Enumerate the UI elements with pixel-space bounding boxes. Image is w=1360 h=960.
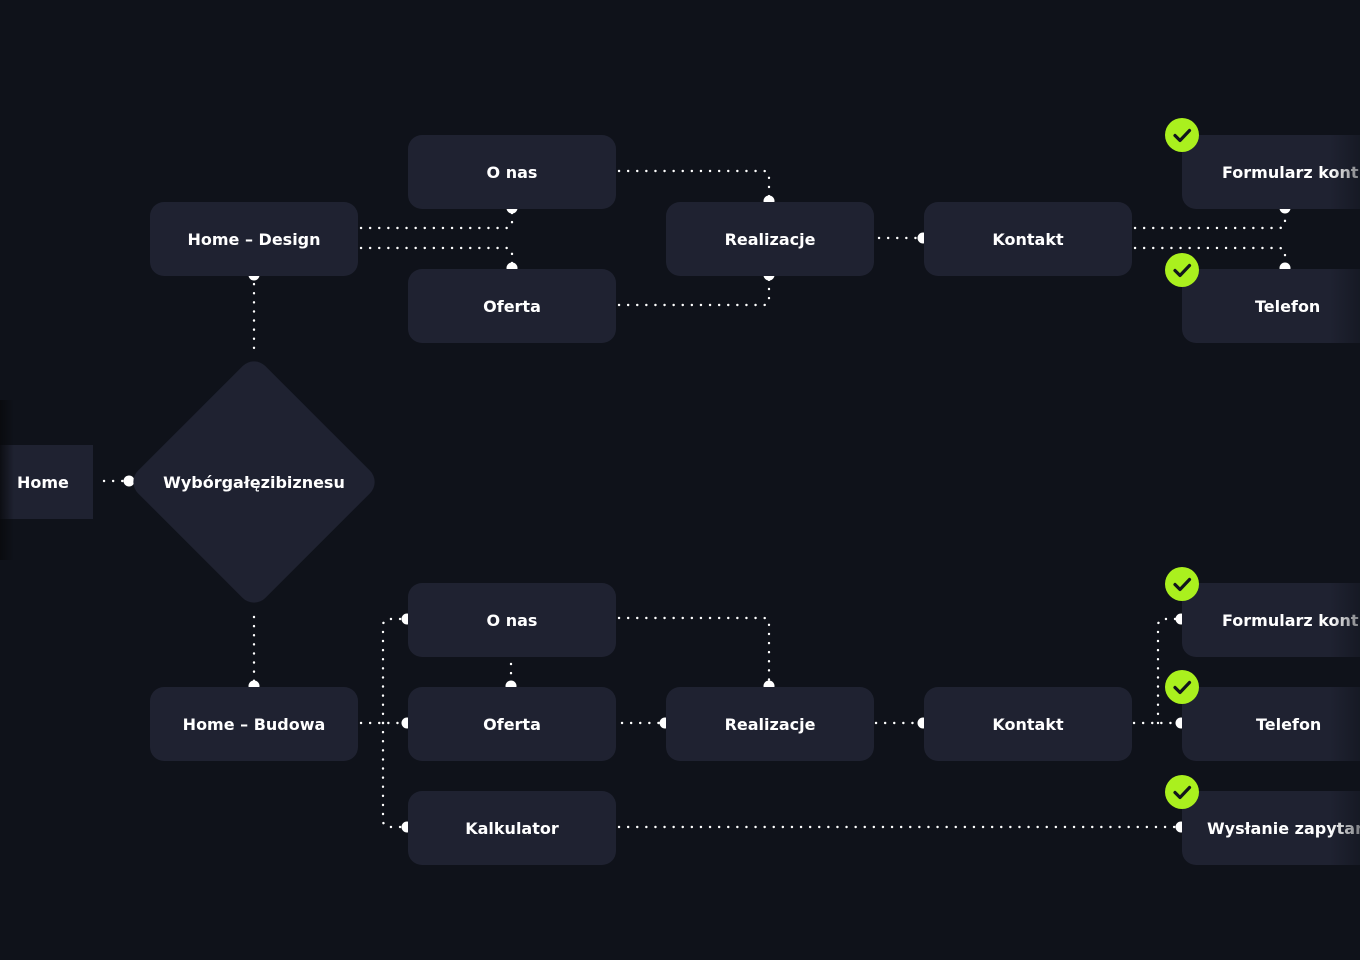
check-circle-icon (1165, 567, 1199, 601)
node-design-telefon[interactable]: Telefon (1182, 269, 1360, 343)
decision-label-word: Wybór (163, 472, 222, 492)
node-budowa-formularz[interactable]: Formularz kont. (1182, 583, 1360, 657)
connector-line (381, 721, 409, 829)
check-circle-icon (1165, 253, 1199, 287)
check-circle-icon (1165, 118, 1199, 152)
node-budowa-formularz-label: Formularz kont. (1222, 610, 1360, 630)
connector-line (617, 273, 771, 307)
node-design-oferta-label: Oferta (483, 296, 541, 316)
node-design-formularz-label: Formularz kont. (1222, 162, 1360, 182)
check-circle-icon (1165, 775, 1199, 809)
node-home-label: Home (17, 472, 69, 492)
node-design-oferta[interactable]: Oferta (408, 269, 616, 343)
node-design-formularz[interactable]: Formularz kont. (1182, 135, 1360, 209)
connector-line (381, 617, 409, 725)
decision-label-word: gałęzi (221, 472, 276, 492)
node-budowa-oferta-label: Oferta (483, 714, 541, 734)
connector-line (359, 246, 514, 270)
node-design-realizacje-label: Realizacje (724, 229, 816, 249)
decision-label-word: biznesu (275, 472, 345, 492)
node-design-telefon-label: Telefon (1255, 296, 1321, 316)
node-budowa-kontakt-label: Kontakt (992, 714, 1064, 734)
connector-line (1156, 617, 1183, 725)
node-budowa-o-nas-label: O nas (486, 610, 538, 630)
node-budowa-wyslanie[interactable]: Wysłanie zapytania (1182, 791, 1360, 865)
connector-line (617, 169, 771, 203)
node-budowa-telefon[interactable]: Telefon (1182, 687, 1360, 761)
check-circle-icon (1165, 670, 1199, 704)
node-budowa-o-nas[interactable]: O nas (408, 583, 616, 657)
node-home-design[interactable]: Home – Design (150, 202, 358, 276)
node-design-kontakt-label: Kontakt (992, 229, 1064, 249)
node-home-design-label: Home – Design (187, 229, 321, 249)
connector-line (1133, 246, 1287, 270)
node-home-budowa-label: Home – Budowa (182, 714, 326, 734)
node-design-o-nas[interactable]: O nas (408, 135, 616, 209)
node-home-budowa[interactable]: Home – Budowa (150, 687, 358, 761)
connector-line (1133, 206, 1287, 230)
connector-line (617, 616, 771, 688)
node-budowa-kalkulator[interactable]: Kalkulator (408, 791, 616, 865)
connector-line (359, 206, 514, 230)
node-budowa-realizacje[interactable]: Realizacje (666, 687, 874, 761)
node-design-o-nas-label: O nas (486, 162, 538, 182)
node-design-kontakt[interactable]: Kontakt (924, 202, 1132, 276)
node-budowa-kontakt[interactable]: Kontakt (924, 687, 1132, 761)
connector-dot (123, 475, 135, 487)
node-design-realizacje[interactable]: Realizacje (666, 202, 874, 276)
node-budowa-telefon-label: Telefon (1256, 714, 1322, 734)
node-home[interactable]: Home (0, 445, 93, 519)
node-budowa-kalkulator-label: Kalkulator (465, 818, 559, 838)
node-budowa-wyslanie-label: Wysłanie zapytania (1207, 818, 1360, 838)
node-budowa-oferta[interactable]: Oferta (408, 687, 616, 761)
node-budowa-realizacje-label: Realizacje (724, 714, 816, 734)
